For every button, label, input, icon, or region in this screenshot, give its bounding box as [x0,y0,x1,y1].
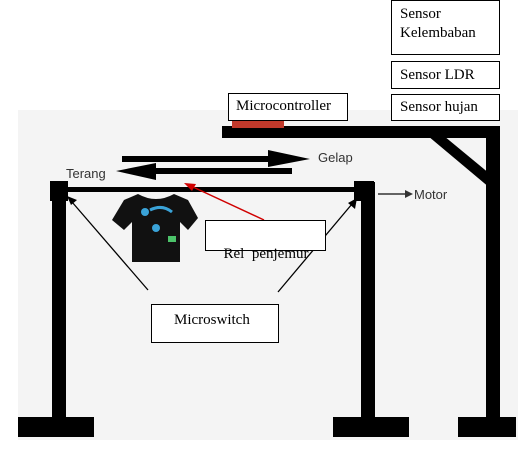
base-middle [333,417,409,437]
microcontroller-box: Microcontroller [228,93,348,121]
post-middle [361,182,375,420]
sensor-kelembaban-box: Sensor Kelembaban [391,0,500,55]
post-left [52,182,66,420]
pulley-right [354,181,374,201]
gelap-label: Gelap [318,150,353,165]
rail-bar [62,187,366,192]
microswitch-box: Microswitch [151,304,279,343]
rail-pointer-head [184,183,196,191]
base-left [18,417,94,437]
tshirt-icon [112,194,198,262]
sensor-hujan-box: Sensor hujan [391,94,500,121]
sensor-hujan-label: Sensor hujan [400,99,478,115]
motor-arrow-head [405,190,413,198]
base-right [458,417,516,437]
rel-penjemur-label: Rel penjemur [223,246,309,262]
microswitch-label: Microswitch [174,312,250,328]
microcontroller-label: Microcontroller [236,98,331,114]
terang-label: Terang [66,166,106,181]
microswitch-pointer-left [71,201,149,291]
sensor-ldr-label: Sensor LDR [400,67,475,83]
rail-pointer-line [192,186,265,221]
sensor-ldr-box: Sensor LDR [391,61,500,89]
arrow-left-terang [116,163,292,180]
microcontroller-block [232,120,284,128]
motor-label: Motor [414,187,448,202]
sensor-kelembaban-label: Sensor Kelembaban [400,6,476,41]
microswitch-pointer-left-head [67,196,77,205]
top-beam [222,126,500,138]
pulley-left [50,181,68,201]
arrow-right-gelap [122,150,310,167]
microswitch-pointer-right-head [348,198,357,209]
rel-penjemur-box: Rel penjemur [205,220,326,262]
post-right [486,128,500,420]
diagonal-brace [428,136,490,188]
